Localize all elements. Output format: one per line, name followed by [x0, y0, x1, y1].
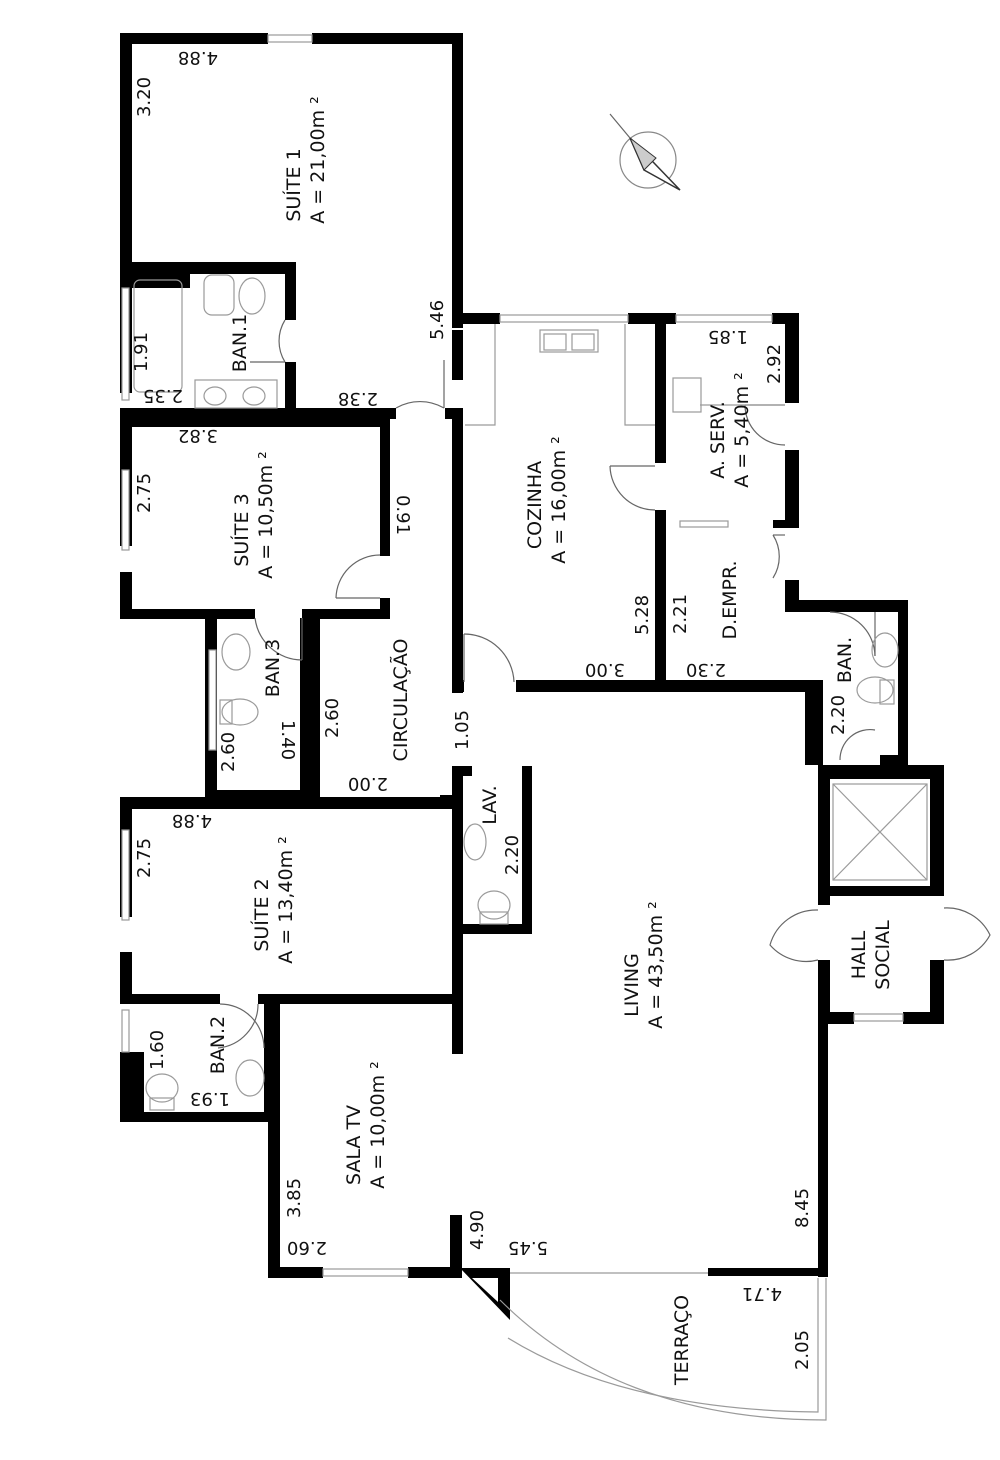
label-suite3: SUÍTE 3	[230, 493, 253, 566]
room-labels: SUÍTE 1 A = 21,00m ² BAN.1 SUÍTE 3 A = 1…	[207, 96, 894, 1386]
label-circulacao: CIRCULAÇÃO	[389, 639, 412, 762]
dim-ban-depth: 2.20	[828, 695, 849, 735]
label-ban1: BAN.1	[229, 314, 251, 372]
dim-d-empr-depth: 2.21	[670, 594, 691, 634]
dim-suite1-depth: 3.20	[134, 77, 155, 117]
dim-circ-width: 0.91	[392, 495, 413, 535]
label-terraco: TERRAÇO	[671, 1295, 693, 1386]
dim-ban3-depth: 2.60	[218, 732, 239, 772]
windows	[121, 34, 904, 1277]
dim-circ-bottom: 2.00	[348, 773, 388, 794]
label-suite1: SUÍTE 1	[282, 148, 305, 221]
dim-living-span: 5.46	[427, 300, 448, 340]
label-d-empr: D.EMPR.	[719, 560, 741, 639]
label-ban2: BAN.2	[207, 1016, 229, 1074]
dim-circ-depth: 2.60	[322, 698, 343, 738]
dim-ban3-width: 1.40	[277, 720, 298, 760]
dimension-labels: 4.88 3.20 5.46 1.91 2.35 2.38 3.82 2.75 …	[131, 47, 849, 1370]
dim-living-bottom: 5.45	[508, 1237, 548, 1258]
dim-suite3-width: 3.82	[178, 425, 218, 446]
label-social: SOCIAL	[872, 920, 894, 990]
fixtures	[133, 274, 928, 1111]
dim-a-serv-depth: 2.92	[764, 344, 785, 384]
dim-d-empr-width: 2.30	[686, 659, 726, 680]
label-a-serv-area: A = 5,40m ²	[731, 372, 753, 487]
dim-suite1-width: 4.88	[178, 47, 218, 68]
dim-lav-width: 2.20	[502, 835, 523, 875]
dim-terraco-width: 4.71	[742, 1283, 782, 1304]
walls	[120, 33, 944, 1278]
label-suite1-area: A = 21,00m ²	[307, 96, 329, 224]
dim-ban2-depth: 1.60	[147, 1030, 168, 1070]
label-cozinha: COZINHA	[524, 461, 546, 549]
dim-sala-tv-width: 2.60	[287, 1237, 327, 1258]
dim-sala-tv-depth: 3.85	[284, 1178, 305, 1218]
dim-circ-top: 2.38	[338, 388, 378, 409]
dim-cozinha-width: 3.00	[585, 659, 625, 680]
label-lav: LAV.	[479, 785, 501, 824]
label-a-serv: A. SERV.	[707, 401, 729, 479]
dim-ban1-depth: 1.91	[131, 332, 152, 372]
label-living: LIVING	[621, 953, 643, 1017]
dim-terraco-depth: 2.05	[792, 1330, 813, 1370]
dim-living-right: 8.45	[792, 1188, 813, 1228]
label-suite2: SUÍTE 2	[250, 878, 273, 951]
label-sala-tv: SALA TV	[343, 1105, 365, 1185]
label-ban3: BAN.3	[262, 639, 284, 697]
terrace	[460, 1268, 827, 1421]
label-suite2-area: A = 13,40m ²	[275, 836, 297, 964]
dim-a-serv-width: 1.85	[708, 326, 748, 347]
label-living-area: A = 43,50m ²	[645, 901, 667, 1029]
dim-living-door: 1.05	[452, 710, 473, 750]
dim-suite2-width: 4.88	[172, 810, 212, 831]
dim-ban2-width: 1.93	[190, 1088, 230, 1109]
label-cozinha-area: A = 16,00m ²	[548, 436, 570, 564]
dim-cozinha-depth: 5.28	[632, 595, 653, 635]
label-hall: HALL	[848, 930, 870, 979]
label-suite3-area: A = 10,50m ²	[255, 451, 277, 579]
label-ban: BAN.	[834, 637, 856, 683]
label-sala-tv-area: A = 10,00m ²	[367, 1061, 389, 1189]
dim-ban1-width: 2.35	[143, 385, 183, 406]
dim-living-left: 4.90	[467, 1210, 488, 1250]
doors	[217, 319, 991, 1049]
dim-suite2-depth: 2.75	[134, 838, 155, 878]
dim-suite3-depth: 2.75	[134, 473, 155, 513]
north-arrow-icon	[609, 113, 681, 191]
